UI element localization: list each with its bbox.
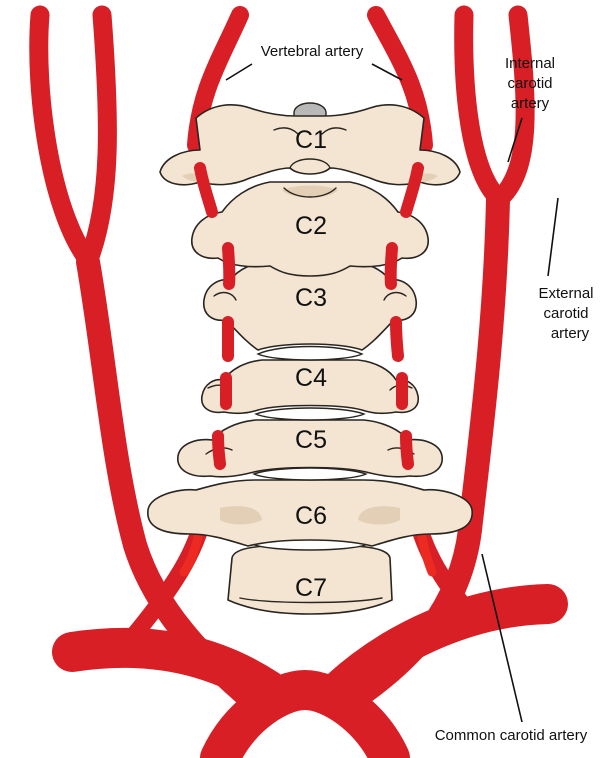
label-c7: C7	[295, 574, 327, 602]
label-external-carotid-2: carotid	[543, 305, 588, 322]
label-c2: C2	[295, 212, 327, 240]
label-external-carotid-3: artery	[551, 325, 590, 342]
label-c5: C5	[295, 426, 327, 454]
label-internal-carotid-1: Internal	[505, 55, 555, 72]
disc-c3-c4	[258, 347, 362, 361]
label-internal-carotid-2: carotid	[507, 75, 552, 92]
label-internal-carotid-3: artery	[511, 95, 550, 112]
disc-c4-c5	[256, 408, 364, 420]
label-common-carotid: Common carotid artery	[435, 727, 588, 744]
label-vertebral-artery: Vertebral artery	[261, 43, 364, 60]
label-c6: C6	[295, 502, 327, 530]
leader-vertebral-left	[226, 64, 252, 80]
leader-external-carotid	[548, 198, 558, 276]
label-external-carotid-1: External	[538, 285, 593, 302]
label-c3: C3	[295, 284, 327, 312]
label-c1: C1	[295, 126, 327, 154]
leader-common-carotid	[482, 554, 522, 722]
label-c4: C4	[295, 364, 327, 392]
